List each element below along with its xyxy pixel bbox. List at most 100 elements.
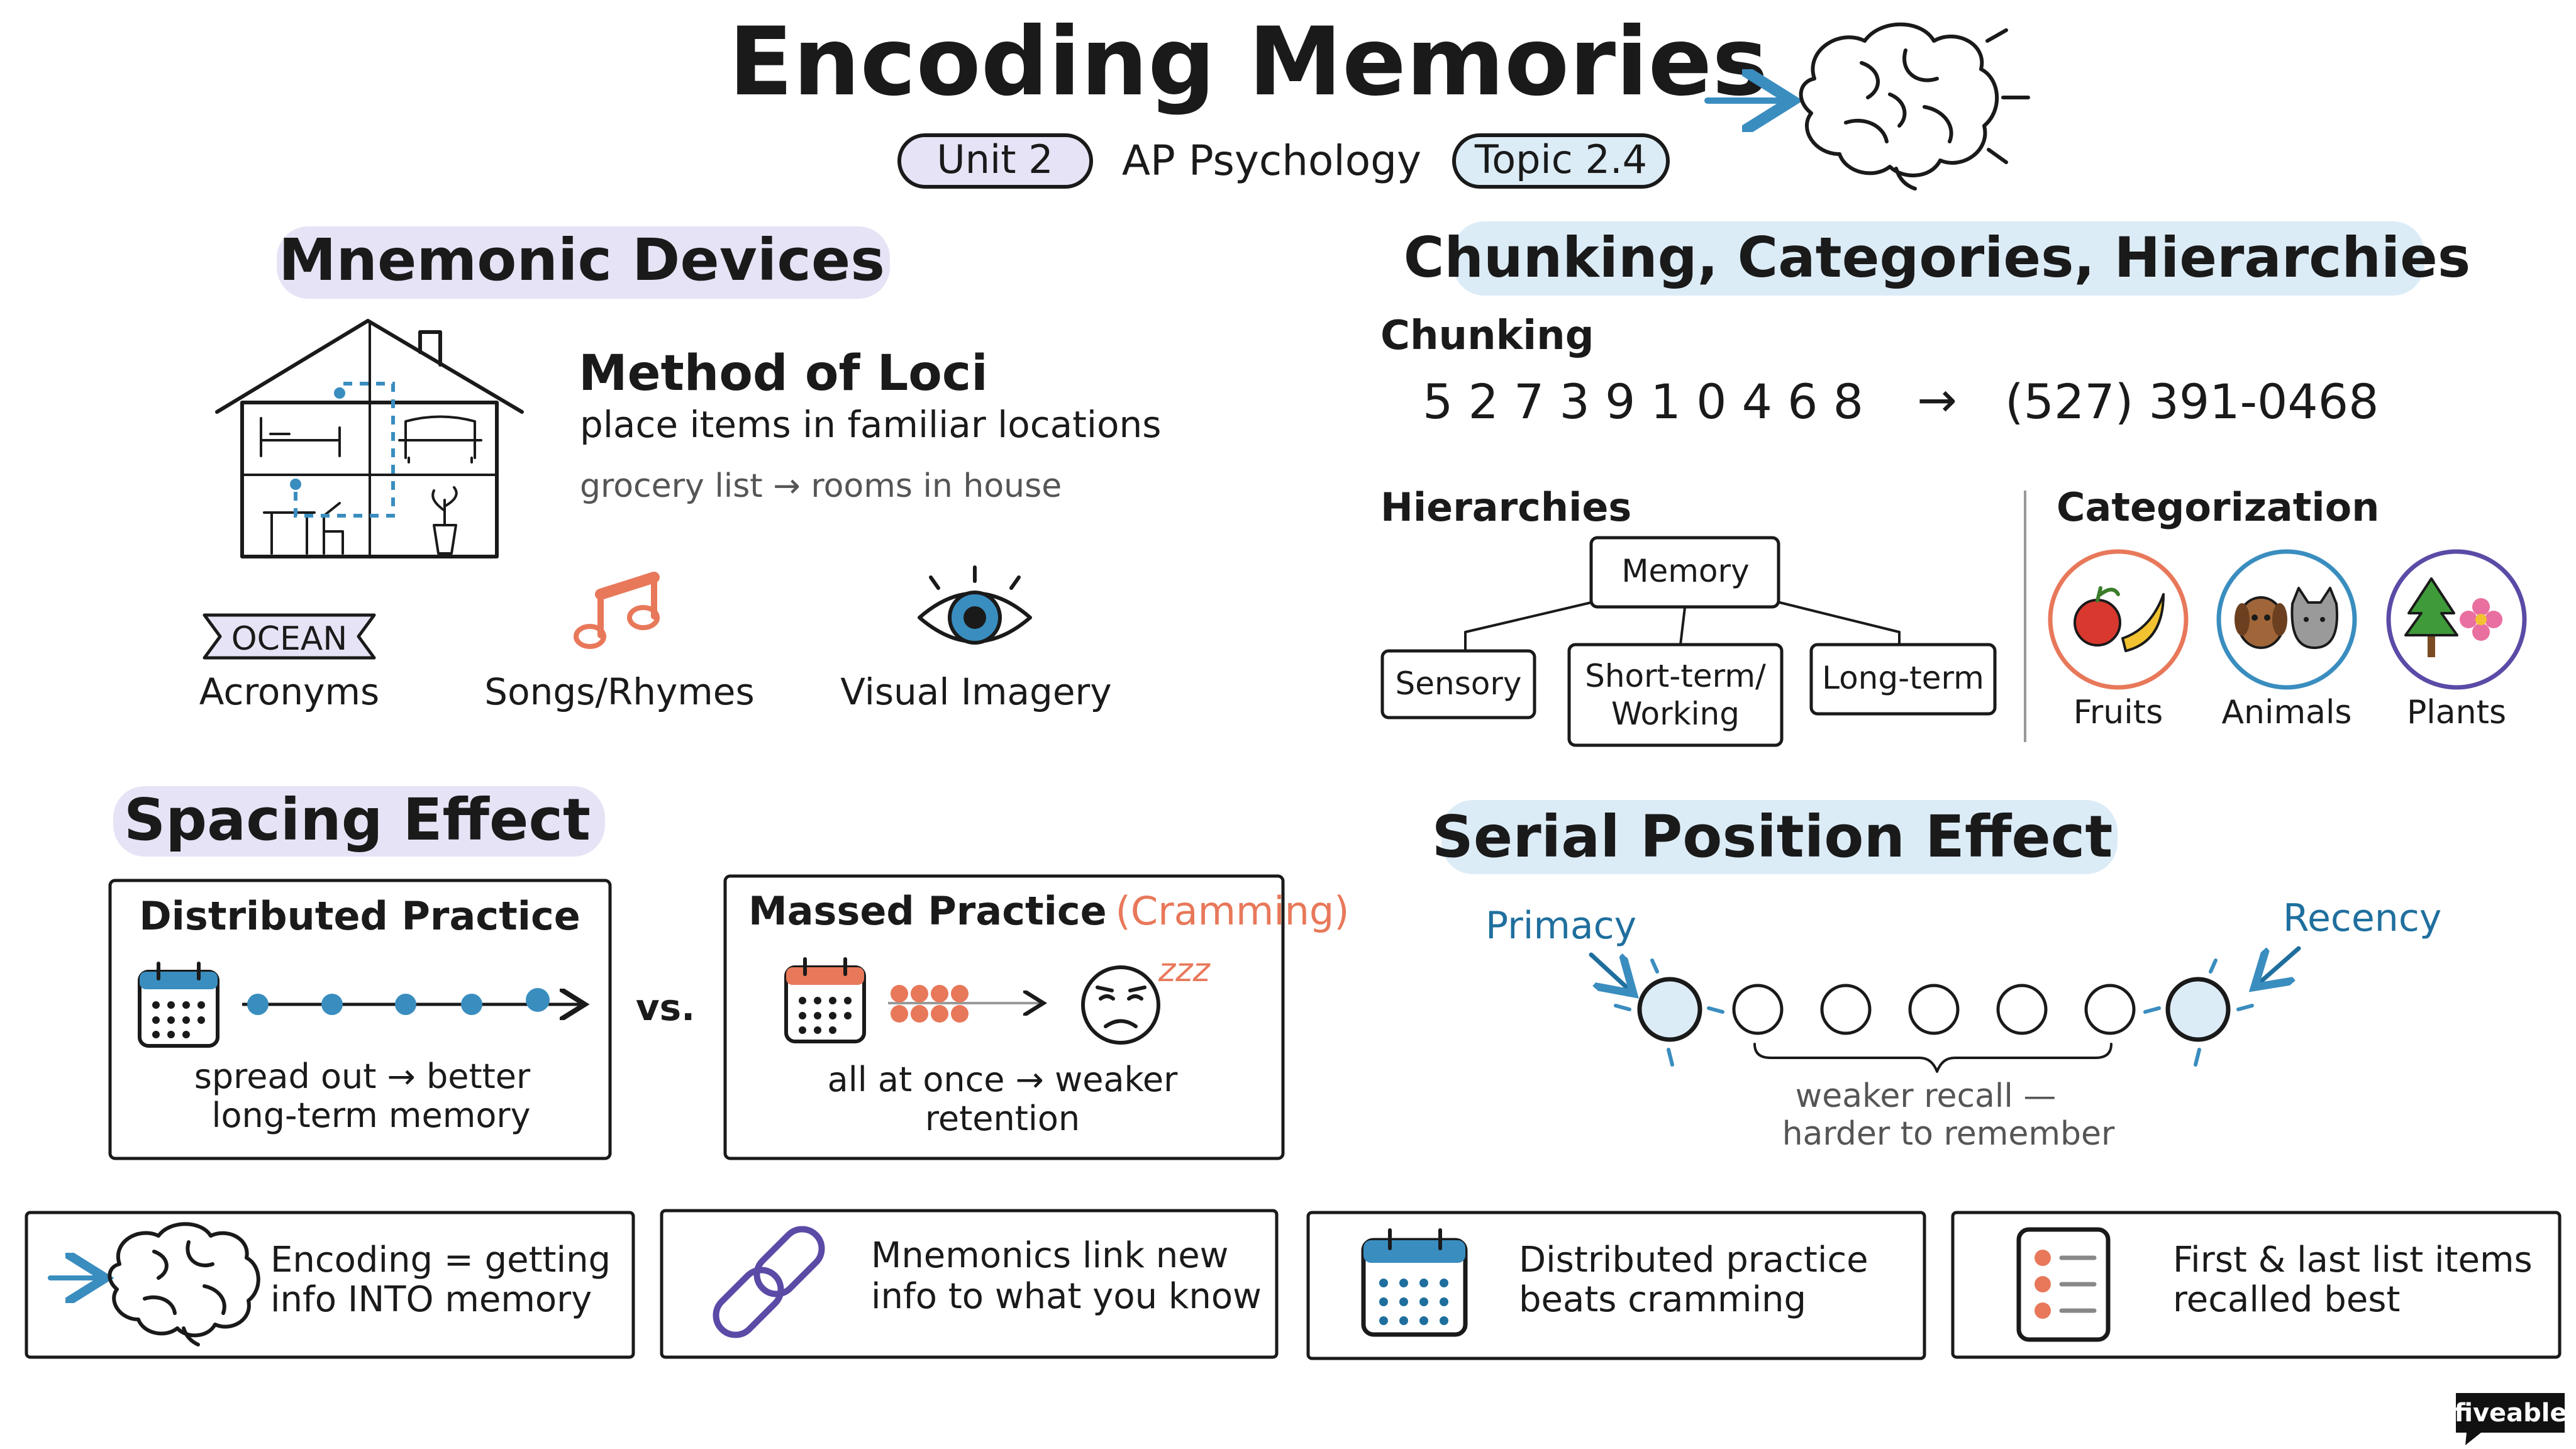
topic-badge-label: Topic 2.4 — [1474, 136, 1647, 182]
massed-desc-line1: all at once → weaker — [828, 1060, 1178, 1099]
takeaway-card-serial: First & last list items recalled best — [1951, 1211, 2562, 1359]
serial-item-emphasized — [2165, 977, 2231, 1042]
massed-practice-title: Massed Practice — [748, 888, 1107, 934]
category-plants: Plants — [2386, 549, 2527, 731]
course-name: AP Psychology — [1122, 136, 1421, 185]
massed-desc-line2: retention — [925, 1099, 1080, 1138]
takeaway-line1: Distributed practice — [1519, 1240, 1868, 1280]
versus-label: vs. — [636, 986, 695, 1029]
distributed-timeline — [242, 988, 582, 1015]
primacy-label: Primacy — [1485, 904, 1636, 948]
takeaway-card-distributed: Distributed practice beats cramming — [1306, 1211, 1926, 1360]
acronym-banner: OCEAN — [203, 613, 376, 660]
method-of-loci-title: Method of Loci — [579, 345, 988, 402]
hierarchy-node-short-term: Short-term/ Working — [1567, 643, 1784, 747]
hierarchy-node-label-line2: Working — [1611, 696, 1740, 732]
category-label: Animals — [2221, 694, 2351, 731]
hierarchy-root-label: Memory — [1621, 553, 1749, 589]
serial-item-emphasized — [1637, 977, 1702, 1042]
eye-icon — [918, 565, 1032, 645]
chunking-arrow: → — [1917, 372, 1957, 428]
category-animals: Animals — [2216, 549, 2357, 731]
calendar-icon — [1361, 1228, 1468, 1337]
takeaway-line1: First & last list items — [2173, 1240, 2533, 1280]
method-of-loci-desc: place items in familiar locations — [580, 403, 1161, 446]
recency-label: Recency — [2283, 896, 2441, 940]
calendar-icon — [784, 957, 866, 1043]
house-icon — [215, 319, 524, 558]
page-title: Encoding Memories — [728, 8, 1768, 117]
massed-timeline — [888, 985, 1041, 1023]
cramming-label: (Cramming) — [1116, 888, 1350, 934]
method-of-loci-example: grocery list → rooms in house — [580, 467, 1062, 505]
header-brain-icon — [1704, 22, 2030, 191]
emphasis-ray — [2209, 958, 2218, 974]
serial-section: Serial Position Effect Primacy Recency w… — [1432, 800, 2441, 1153]
hierarchy-tree: Memory Sensory Short-term/ Working Long-… — [1380, 536, 1997, 747]
brain-icon — [48, 1222, 260, 1346]
songs-label: Songs/Rhymes — [484, 670, 754, 713]
takeaway-line2: info to what you know — [871, 1276, 1262, 1317]
serial-item — [1908, 984, 1960, 1035]
mnemonic-heading-highlight — [277, 226, 890, 299]
chunking-digits: 5 2 7 3 9 1 0 4 6 8 — [1423, 374, 1863, 430]
takeaway-line2: recalled best — [2173, 1279, 2400, 1320]
massed-practice-title-line: Massed Practice(Cramming) — [748, 888, 1349, 934]
plant-icon — [2404, 577, 2502, 657]
calendar-icon — [138, 962, 219, 1048]
distributed-practice-title: Distributed Practice — [139, 893, 580, 939]
acronym-word: OCEAN — [231, 620, 348, 658]
takeaway-line1: Encoding = getting — [270, 1240, 611, 1280]
animal-icon — [2235, 587, 2338, 649]
hierarchy-node-sensory: Sensory — [1380, 649, 1536, 719]
categorization-label: Categorization — [2057, 484, 2379, 530]
serial-item — [1732, 984, 1784, 1035]
category-label: Plants — [2407, 694, 2506, 731]
takeaway-line2: info INTO memory — [270, 1279, 592, 1320]
hierarchy-node-long-term: Long-term — [1809, 643, 1997, 716]
serial-circles — [1614, 958, 2254, 1067]
sleep-text: zzz — [1158, 952, 1211, 989]
acronyms-label: Acronyms — [199, 670, 379, 713]
chunking-label: Chunking — [1380, 313, 1594, 359]
brand-badge: fiveable — [2454, 1393, 2567, 1445]
hierarchy-node-label: Sensory — [1396, 665, 1522, 702]
category-fruits: Fruits — [2048, 549, 2189, 731]
chunking-section: Chunking, Categories, Hierarchies Chunki… — [1380, 221, 2527, 747]
mnemonic-heading: Mnemonic Devices — [279, 226, 885, 294]
emphasis-ray — [1707, 1006, 1724, 1014]
category-label: Fruits — [2074, 694, 2163, 731]
brand-label: fiveable — [2454, 1399, 2567, 1428]
unit-badge-label: Unit 2 — [936, 136, 1053, 182]
sleepy-face-icon — [1081, 965, 1160, 1045]
takeaway-card-mnemonics: Mnemonics link new info to what you know — [660, 1209, 1279, 1359]
takeaway-line1: Mnemonics link new — [871, 1235, 1228, 1276]
unit-badge: Unit 2 — [897, 133, 1093, 189]
emphasis-ray — [2194, 1048, 2201, 1067]
chunking-heading: Chunking, Categories, Hierarchies — [1404, 225, 2471, 290]
mnemonic-section: Mnemonic Devices Method of Loci place it… — [199, 226, 1161, 713]
hierarchies-label: Hierarchies — [1380, 484, 1631, 530]
takeaway-line2: beats cramming — [1519, 1279, 1806, 1320]
serial-item — [2084, 984, 2136, 1035]
middle-brace — [1753, 1043, 2112, 1073]
visual-imagery-label: Visual Imagery — [840, 670, 1111, 713]
hierarchy-node-label: Long-term — [1822, 660, 1984, 696]
topic-badge: Topic 2.4 — [1452, 133, 1670, 189]
serial-heading-highlight — [1441, 800, 2118, 874]
spacing-heading: Spacing Effect — [124, 786, 591, 853]
music-note-icon — [574, 572, 660, 649]
chunking-heading-highlight — [1453, 221, 2424, 296]
chunking-formatted: (527) 391-0468 — [2005, 374, 2379, 430]
massed-practice-card: Massed Practice(Cramming) — [723, 874, 1349, 1160]
weaker-recall-line1: weaker recall — — [1796, 1077, 2057, 1115]
spacing-section: Spacing Effect Distributed Practice — [108, 786, 1349, 1160]
fruit-icon — [2074, 586, 2165, 652]
primacy-arrow — [1589, 952, 1630, 991]
link-icon — [713, 1226, 825, 1338]
recency-arrow — [2258, 946, 2301, 984]
emphasis-ray — [1667, 1048, 1674, 1067]
distributed-practice-card: Distributed Practice spre — [108, 879, 612, 1160]
emphasis-ray — [2236, 1004, 2254, 1011]
